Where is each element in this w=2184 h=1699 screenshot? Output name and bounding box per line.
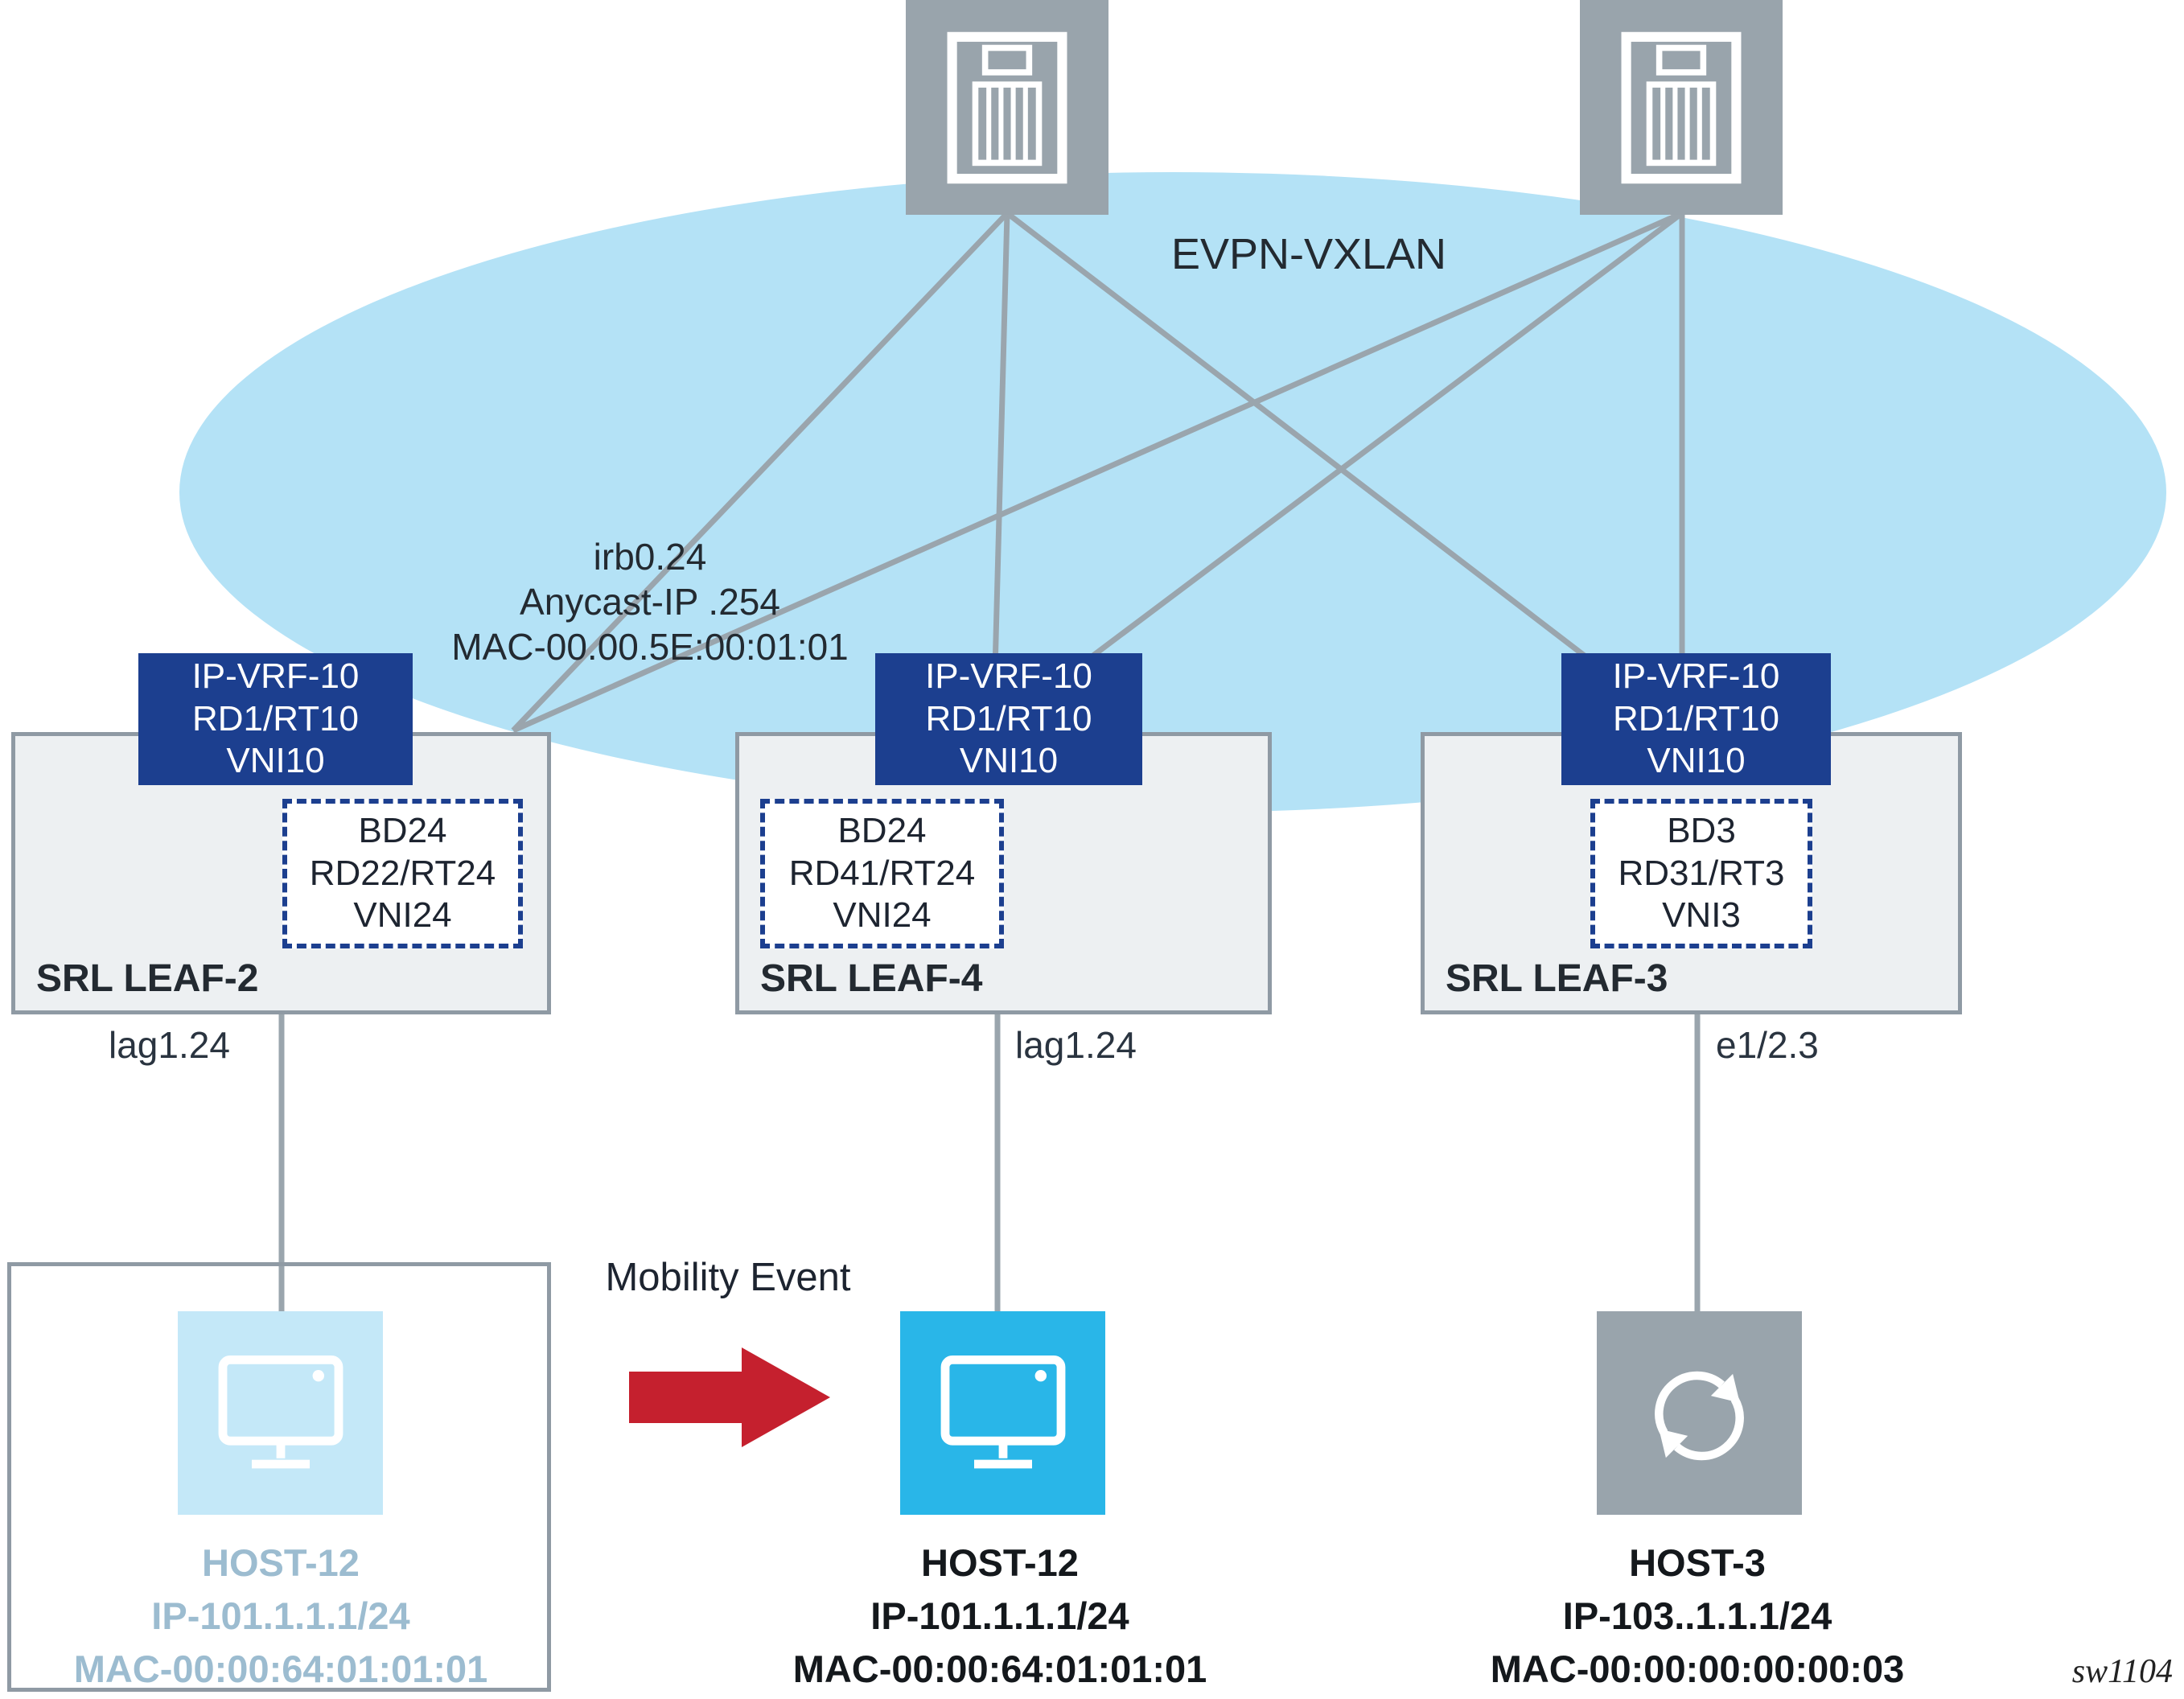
fabric-label: EVPN-VXLAN	[1170, 230, 1447, 278]
sync-arrows-icon	[1655, 1371, 1744, 1461]
leaf-name: SRL LEAF-3	[1446, 957, 1668, 1000]
vrf-line: VNI10	[1647, 741, 1746, 781]
irb-anycast-note: irb0.24 Anycast-IP .254 MAC-00.00.5E:00:…	[451, 534, 849, 669]
vrf-line: IP-VRF-10	[191, 656, 360, 696]
port-label-leaf-2: lag1.24	[109, 1024, 230, 1066]
host-12-old-node	[178, 1311, 383, 1515]
bd-line: BD24	[358, 810, 447, 850]
spine-switch-2	[1580, 0, 1783, 215]
bd-line: VNI24	[353, 895, 452, 936]
irb-anycast-line: Anycast-IP .254	[520, 581, 780, 623]
mobility-arrow-icon	[629, 1347, 830, 1447]
host-3-caption: HOST-3 IP-103..1.1.1/24 MAC-00:00:00:00:…	[1491, 1537, 1905, 1695]
port-label-leaf-3: e1/2.3	[1716, 1024, 1819, 1066]
bd-box-leaf-2: BD24 RD22/RT24 VNI24	[282, 799, 523, 948]
bd-box-leaf-3: BD3 RD31/RT3 VNI3	[1590, 799, 1812, 948]
link-spine2-leaf2	[512, 210, 1684, 734]
figure-watermark: sw1104	[2071, 1653, 2173, 1690]
vrf-line: VNI10	[959, 741, 1059, 781]
bd-line: VNI3	[1662, 895, 1741, 936]
host-12-caption: HOST-12 IP-101.1.1.1/24 MAC-00:00:64:01:…	[793, 1537, 1207, 1695]
bd-line: RD22/RT24	[309, 853, 496, 893]
leaf-name: SRL LEAF-4	[760, 957, 983, 1000]
ip-vrf-box-leaf-3: IP-VRF-10 RD1/RT10 VNI10	[1561, 653, 1831, 785]
monitor-icon	[218, 1355, 343, 1468]
irb-line: irb0.24	[593, 536, 707, 578]
previous-host-location-box	[7, 1262, 551, 1692]
evpn-fabric-ellipse	[179, 172, 2166, 812]
monitor-icon	[940, 1355, 1065, 1468]
host-mac: MAC-00:00:00:00:00:03	[1490, 1647, 1905, 1690]
mobility-event-label: Mobility Event	[605, 1256, 851, 1299]
bd-box-leaf-4: BD24 RD41/RT24 VNI24	[760, 799, 1004, 948]
switch-chassis-icon	[1621, 31, 1742, 183]
vrf-line: RD1/RT10	[191, 698, 360, 738]
host-ip: IP-101.1.1.1/24	[870, 1594, 1129, 1637]
host-mac: MAC-00:00:64:01:01:01	[792, 1647, 1207, 1690]
vrf-line: IP-VRF-10	[1612, 656, 1780, 696]
switch-chassis-icon	[947, 31, 1067, 183]
link-spine1-leaf4	[990, 212, 1010, 731]
host-12-old-caption: HOST-12 IP-101.1.1.1/24 MAC-00:00:64:01:…	[74, 1537, 488, 1695]
bd-line: RD41/RT24	[788, 853, 976, 893]
connection-lines	[278, 210, 1701, 1368]
vrf-line: VNI10	[226, 741, 325, 781]
host-name: HOST-12	[921, 1541, 1079, 1584]
bd-line: BD3	[1667, 810, 1736, 850]
link-spine2-leaf4	[991, 211, 1684, 733]
irb-mac-line: MAC-00.00.5E:00:01:01	[451, 626, 849, 668]
host-mac: MAC-00:00:64:01:01:01	[73, 1647, 488, 1690]
host-ip: IP-101.1.1.1/24	[151, 1594, 410, 1637]
host-3-node	[1597, 1311, 1802, 1515]
host-ip: IP-103..1.1.1/24	[1562, 1594, 1832, 1637]
spine-switch-1	[906, 0, 1108, 215]
ip-vrf-box-leaf-2: IP-VRF-10 RD1/RT10 VNI10	[138, 653, 413, 785]
vrf-line: RD1/RT10	[1612, 698, 1780, 738]
host-name: HOST-3	[1629, 1541, 1766, 1584]
host-12-node	[900, 1311, 1105, 1515]
link-spine1-leaf2	[511, 211, 1010, 733]
link-spine1-leaf3	[1005, 211, 1684, 733]
bd-line: VNI24	[833, 895, 932, 936]
vrf-line: IP-VRF-10	[925, 656, 1092, 696]
leaf-name: SRL LEAF-2	[36, 957, 259, 1000]
bd-line: RD31/RT3	[1618, 853, 1785, 893]
vrf-line: RD1/RT10	[925, 698, 1092, 738]
host-name: HOST-12	[202, 1541, 360, 1584]
ip-vrf-box-leaf-4: IP-VRF-10 RD1/RT10 VNI10	[875, 653, 1142, 785]
bd-line: BD24	[837, 810, 927, 850]
port-label-leaf-4: lag1.24	[1015, 1024, 1137, 1066]
